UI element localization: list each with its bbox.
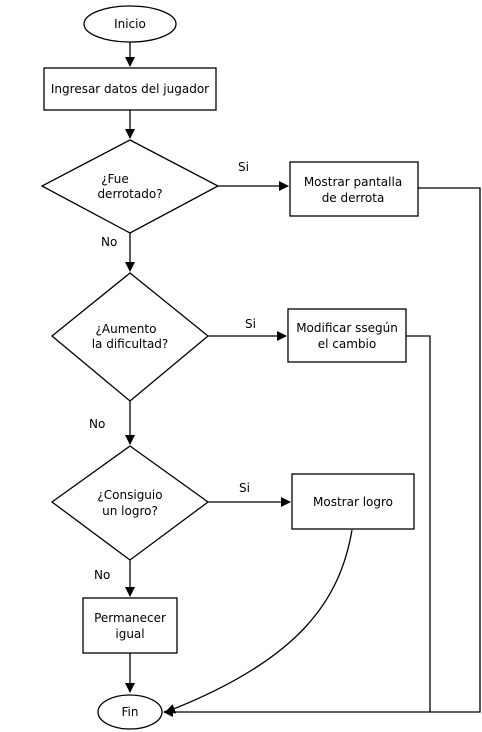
- stay-node: Permanecer igual: [82, 597, 178, 654]
- end-node: Fin: [97, 694, 163, 730]
- edge-label-defeated-no: No: [101, 235, 117, 249]
- show-achievement-label: Mostrar logro: [313, 495, 393, 509]
- edge-label-achievement-no: No: [94, 568, 110, 582]
- defeat-screen-label-line2: de derrota: [322, 191, 385, 205]
- edge-label-achievement-yes: Si: [239, 481, 250, 495]
- edge-label-difficulty-no: No: [89, 417, 105, 431]
- start-label: Inicio: [114, 17, 146, 31]
- end-label: Fin: [122, 705, 139, 719]
- connectors: [125, 42, 481, 717]
- decision-difficulty: ¿Aumento la dificultad?: [50, 272, 210, 402]
- edge-defeat-to-end: [163, 187, 481, 717]
- stay-label-line2: igual: [115, 627, 144, 641]
- modify-node: Modificar ssegún el cambio: [287, 308, 407, 363]
- decision-defeated-label-line1: ¿Fue: [101, 172, 129, 186]
- decision-defeated: ¿Fue derrotado?: [40, 139, 220, 234]
- decision-difficulty-label-line1: ¿Aumento: [96, 322, 157, 336]
- decision-defeated-label-line2: derrotado?: [97, 187, 162, 201]
- decision-achievement-label-line1: ¿Consiguio: [97, 488, 162, 502]
- edge-modify-to-end: [406, 335, 431, 712]
- modify-label-line1: Modificar ssegún: [296, 321, 398, 335]
- input-node: Ingresar datos del jugador: [43, 67, 217, 111]
- edge-label-difficulty-yes: Si: [245, 317, 256, 331]
- start-node: Inicio: [83, 5, 177, 43]
- edge-achievement-to-end: [165, 529, 353, 714]
- defeat-screen-label-line1: Mostrar pantalla: [304, 175, 402, 189]
- decision-achievement: ¿Consiguio un logro?: [50, 445, 210, 561]
- decision-achievement-label-line2: un logro?: [102, 504, 158, 518]
- show-achievement-node: Mostrar logro: [291, 473, 415, 530]
- decision-difficulty-label-line2: la dificultad?: [92, 337, 169, 351]
- defeat-screen-node: Mostrar pantalla de derrota: [289, 161, 419, 217]
- modify-label-line2: el cambio: [318, 337, 376, 351]
- stay-label-line1: Permanecer: [94, 611, 166, 625]
- input-label: Ingresar datos del jugador: [51, 82, 209, 96]
- edge-label-defeated-yes: Si: [238, 160, 249, 174]
